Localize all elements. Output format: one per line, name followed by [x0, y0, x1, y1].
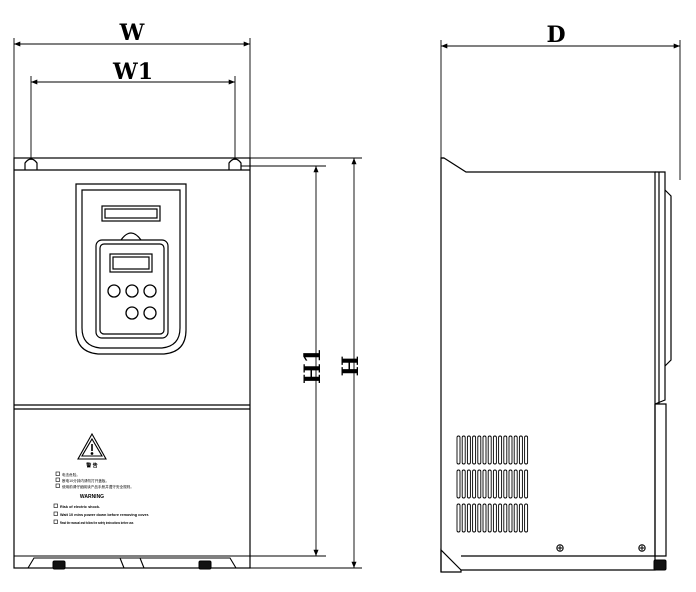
front-view: [13, 157, 251, 569]
vent-grille: [456, 435, 529, 533]
warning-line3-en: Read the manual and follow the safety in…: [60, 521, 134, 525]
vent-slot: [513, 469, 518, 499]
side-dimensions: [440, 40, 681, 180]
keypad-frame: [75, 183, 187, 355]
front-base: [14, 555, 250, 569]
foot-icon: [52, 560, 212, 570]
warning-triangle-icon: [77, 432, 107, 460]
vent-slot: [472, 503, 477, 533]
vent-slot: [461, 435, 466, 465]
foot-icon: [653, 559, 667, 571]
vent-slot: [461, 469, 466, 499]
mount-hole-right: [228, 158, 242, 170]
vent-slot: [472, 469, 477, 499]
top-display-slot: [101, 205, 161, 222]
vent-slot: [508, 469, 513, 499]
front-body-outline: [13, 157, 251, 569]
vent-slot: [472, 435, 477, 465]
vent-slot: [524, 435, 529, 465]
vent-slot: [466, 435, 471, 465]
vent-slot: [456, 503, 461, 533]
keypad-display: [109, 253, 153, 273]
keypad-button-icon[interactable]: [125, 284, 139, 298]
vent-slot: [477, 435, 482, 465]
vent-slot: [482, 469, 487, 499]
vent-slot: [518, 469, 523, 499]
dim-label-w: W: [119, 20, 145, 46]
vent-slot: [492, 435, 497, 465]
vent-slot: [492, 469, 497, 499]
warning-line2-en: Wait 10 mins power down before removing …: [60, 513, 149, 517]
vent-slot: [466, 503, 471, 533]
keypad-button-icon[interactable]: [143, 284, 157, 298]
vent-slot: [498, 435, 503, 465]
warning-heading-en: WARNING: [80, 494, 104, 500]
vent-slot: [461, 503, 466, 533]
vent-slot: [492, 503, 497, 533]
vent-slot: [513, 503, 518, 533]
vent-slot: [498, 503, 503, 533]
keypad-button-icon[interactable]: [107, 284, 121, 298]
vent-slot: [487, 503, 492, 533]
vent-slot: [513, 435, 518, 465]
keypad-buttons: [107, 284, 157, 320]
vent-slot: [508, 435, 513, 465]
dim-label-w1: W1: [112, 59, 153, 85]
vent-slot: [503, 503, 508, 533]
screw-icon: [556, 544, 646, 552]
vent-slot: [482, 435, 487, 465]
dim-label-h1: H1: [300, 348, 326, 384]
vent-slot: [456, 435, 461, 465]
warning-line3-cn: 使用前请仔细阅读产品手册并遵守安全规则。: [62, 484, 134, 489]
keypad-button-icon[interactable]: [125, 306, 139, 320]
vent-slot: [498, 469, 503, 499]
dim-label-h: H: [338, 356, 364, 377]
vent-slot: [477, 503, 482, 533]
vent-slot: [508, 503, 513, 533]
vent-slot: [482, 503, 487, 533]
vent-slot: [518, 503, 523, 533]
warning-title-cn: 警 告: [85, 462, 97, 469]
vent-slot: [477, 469, 482, 499]
keypad-button-icon[interactable]: [143, 306, 157, 320]
vent-slot: [487, 469, 492, 499]
warning-label: 警 告 电击危险。 断电10分钟内请勿打开盖板。 使用前请仔细阅读产品手册并遵守…: [53, 462, 149, 525]
dim-label-d: D: [546, 22, 565, 48]
warning-line1-cn: 电击危险。: [62, 472, 80, 477]
warning-line2-cn: 断电10分钟内请勿打开盖板。: [62, 478, 109, 483]
vent-slot: [503, 435, 508, 465]
vent-slot: [487, 435, 492, 465]
keypad-panel: [95, 239, 169, 339]
vent-slot: [524, 469, 529, 499]
warning-line1-en: Risk of electric shock.: [60, 505, 100, 509]
side-keypad-profile: [654, 171, 666, 405]
vent-slot: [466, 469, 471, 499]
vent-slot: [456, 469, 461, 499]
vent-slot: [524, 503, 529, 533]
vent-slot: [503, 469, 508, 499]
front-dimensions: [13, 38, 362, 569]
mount-hole-left: [24, 158, 38, 170]
vent-slot: [518, 435, 523, 465]
side-body-outline: [440, 157, 656, 573]
